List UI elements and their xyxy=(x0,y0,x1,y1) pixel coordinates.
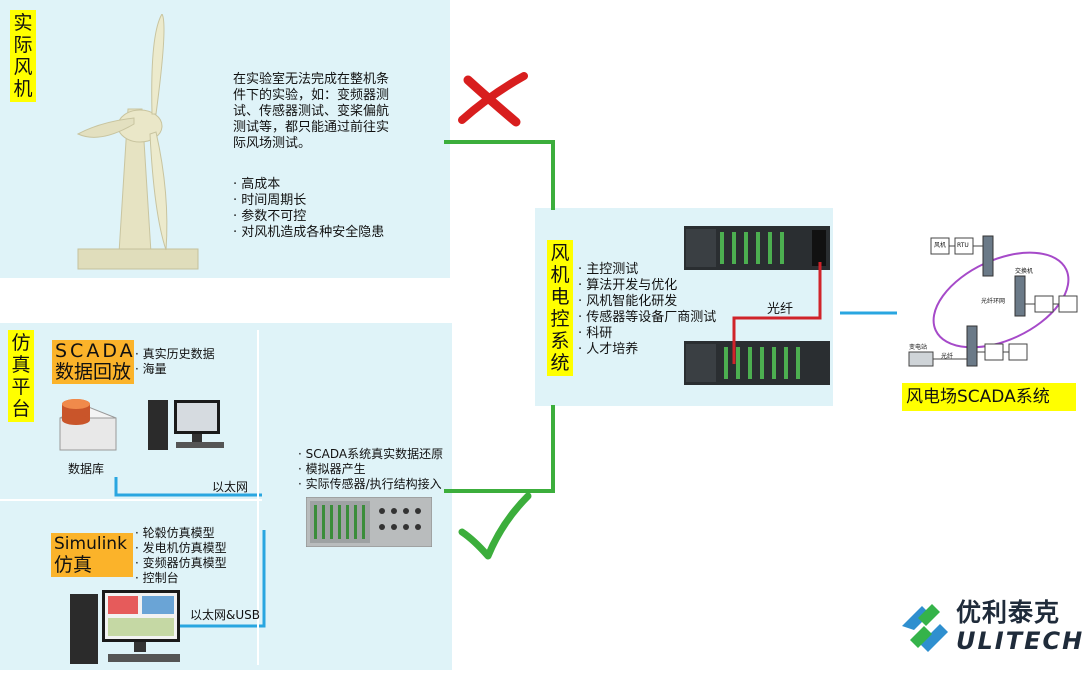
control-item: · 风机智能化研发 xyxy=(578,294,678,309)
control-item: · 传感器等设备厂商测试 xyxy=(578,310,717,325)
ethernet-usb-label: 以太网&USB xyxy=(190,608,260,622)
scada-replay-items: · 真实历史数据 · 海量 xyxy=(135,347,215,377)
scada-replay-title-line1: SCADA xyxy=(55,340,136,362)
scada-cable-label: 光纤 xyxy=(941,353,954,360)
simulink-workstation-icon xyxy=(70,590,180,664)
real-turbine-drawbacks: · 高成本 · 时间周期长 · 参数不可控 · 对风机造成各种安全隐患 xyxy=(233,177,384,241)
ulitech-logo-icon xyxy=(902,604,948,652)
red-cross-icon xyxy=(458,72,528,127)
simulator-item: · SCADA系统真实数据还原 xyxy=(298,447,444,461)
green-check-icon xyxy=(458,492,532,560)
scada-ring-label: 光纤环网 xyxy=(981,298,1006,305)
control-system-items: · 主控测试 · 算法开发与优化 · 风机智能化研发 · 传感器等设备厂商测试 … xyxy=(578,262,716,358)
scada-replay-title: SCADA 数据回放 xyxy=(52,340,134,384)
scada-system-label: 风电场SCADA系统 xyxy=(902,383,1076,411)
fiber-label: 光纤 xyxy=(767,302,794,317)
green-line-bottom xyxy=(444,405,555,493)
control-item: · 科研 xyxy=(578,326,613,341)
control-item: · 算法开发与优化 xyxy=(578,278,678,293)
scada-station-label: 变电站 xyxy=(909,344,928,351)
real-turbine-description: 在实验室无法完成在整机条件下的实验，如：变频器测试、传感器测试、变桨偏航测试等，… xyxy=(233,72,390,151)
simulink-item: · 变频器仿真模型 xyxy=(135,556,227,570)
green-line-top xyxy=(444,140,555,210)
simulink-title-line2: 仿真 xyxy=(54,554,93,576)
blue-line-usb xyxy=(180,530,266,628)
drawback-item: · 时间周期长 xyxy=(233,193,307,208)
control-system-label: 风机电控系统 xyxy=(547,240,573,376)
simulink-items: · 轮毂仿真模型 · 发电机仿真模型 · 变频器仿真模型 · 控制台 xyxy=(135,526,227,586)
scada-switch-label: 交换机 xyxy=(1015,268,1034,275)
sim-platform-label: 仿真平台 xyxy=(8,330,34,422)
real-turbine-panel xyxy=(0,0,450,278)
simulator-item: · 实际传感器/执行结构接入 xyxy=(298,477,442,491)
replay-item: · 海量 xyxy=(135,362,167,376)
simulator-item: · 模拟器产生 xyxy=(298,462,366,476)
drawback-item: · 参数不可控 xyxy=(233,209,307,224)
simulink-item: · 发电机仿真模型 xyxy=(135,541,227,555)
simulink-item: · 控制台 xyxy=(135,571,179,585)
control-item: · 人才培养 xyxy=(578,342,639,357)
drawback-item: · 高成本 xyxy=(233,177,281,192)
blue-line-ethernet xyxy=(114,477,262,497)
controller-rack-bottom-icon xyxy=(684,341,830,385)
ethernet-label: 以太网 xyxy=(212,480,249,494)
controller-rack-top-icon xyxy=(684,226,830,270)
scada-turbine-label: 风机 xyxy=(934,242,947,249)
scada-rtu-label: RTU xyxy=(957,242,969,249)
scada-network-diagram xyxy=(908,235,1078,367)
drawback-item: · 对风机造成各种安全隐患 xyxy=(233,225,385,240)
scada-replay-title-line2: 数据回放 xyxy=(55,361,132,383)
replay-item: · 真实历史数据 xyxy=(135,347,215,361)
computer-icon xyxy=(148,400,224,450)
simulator-hardware-icon xyxy=(306,497,432,547)
wind-turbine-icon xyxy=(76,14,199,270)
scada-diagram-text: 风机 RTU 交换机 光纤环网 变电站 光纤 xyxy=(905,232,1085,372)
logo-en: ULITECH xyxy=(956,627,1085,655)
simulink-title: Simulink 仿真 xyxy=(51,533,133,577)
simulink-item: · 轮毂仿真模型 xyxy=(135,526,215,540)
simulink-title-line1: Simulink xyxy=(54,534,127,554)
database-icon xyxy=(59,399,117,451)
database-label: 数据库 xyxy=(68,462,105,476)
logo-cn: 优利泰克 xyxy=(956,598,1061,627)
real-turbine-label: 实际风机 xyxy=(10,10,36,102)
control-item: · 主控测试 xyxy=(578,262,639,277)
simulator-items: · SCADA系统真实数据还原 · 模拟器产生 · 实际传感器/执行结构接入 xyxy=(298,447,443,492)
